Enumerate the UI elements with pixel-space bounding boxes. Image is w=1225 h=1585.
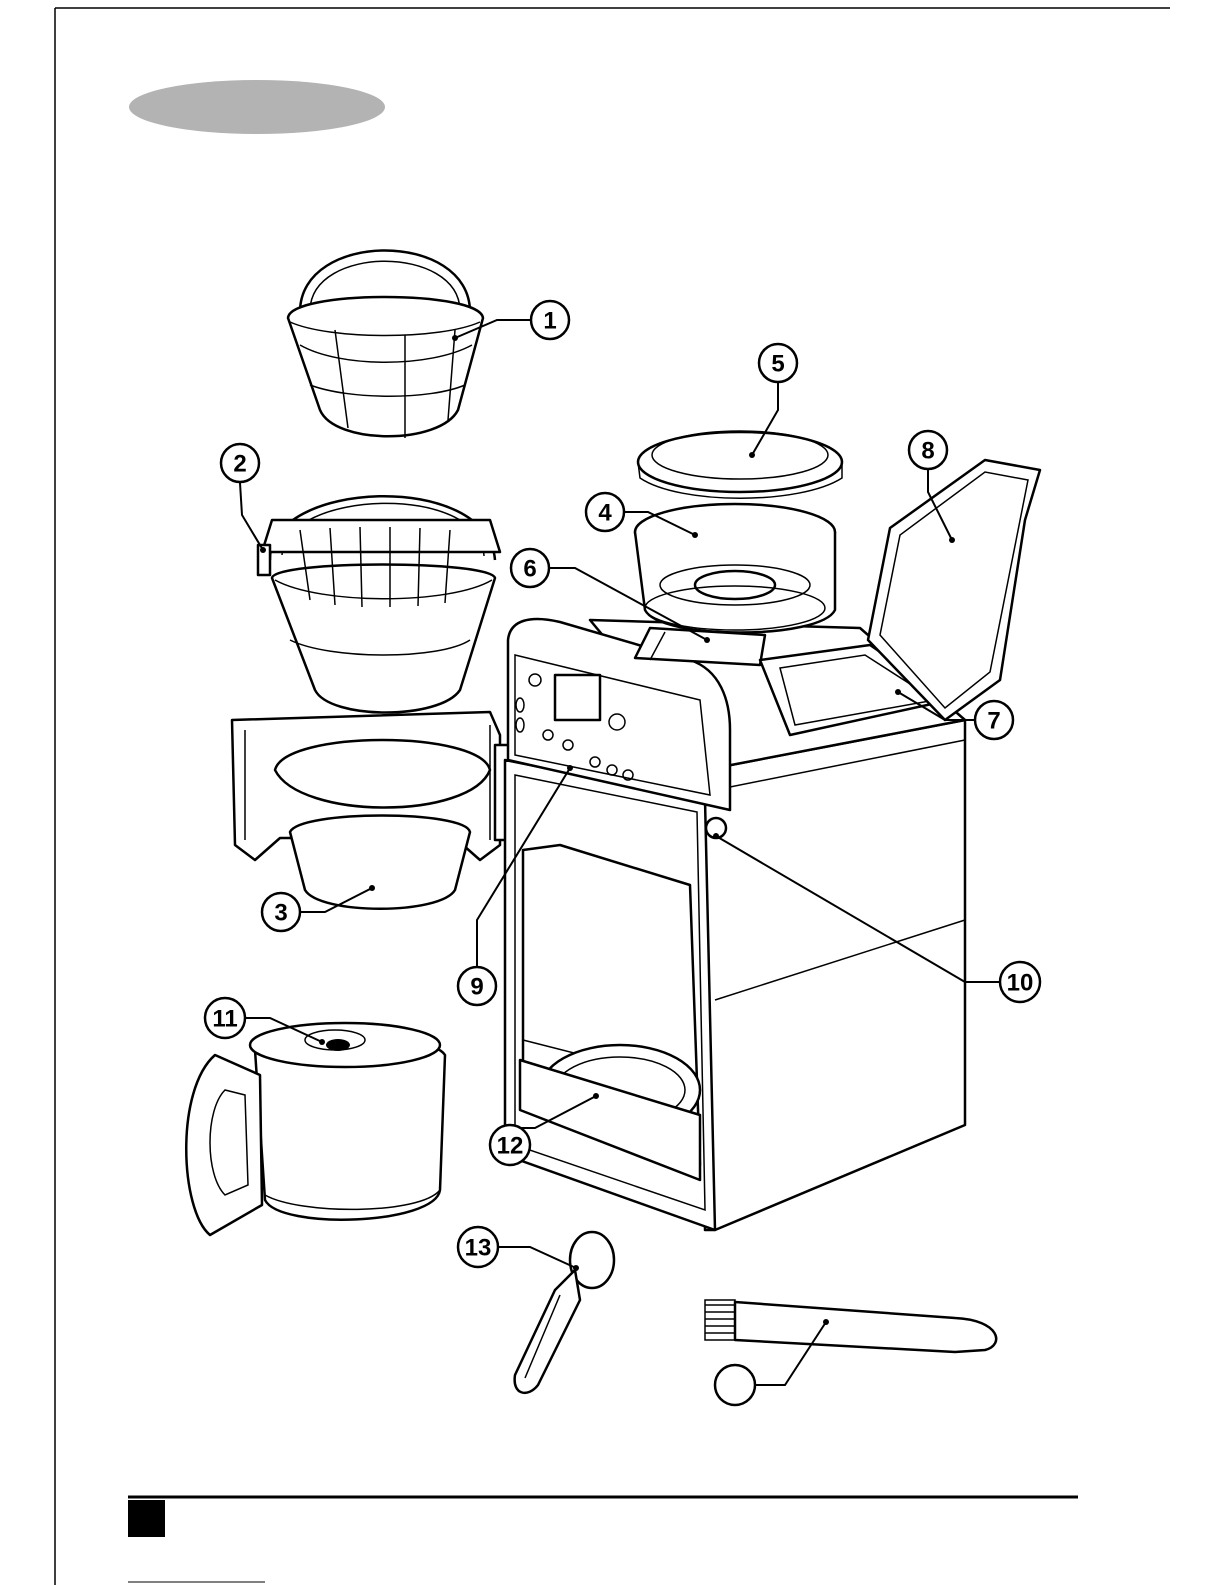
section-header-pill <box>129 80 385 134</box>
callout-4-label: 4 <box>598 500 612 527</box>
callout-12: 12 <box>490 1125 530 1165</box>
callout-6-label: 6 <box>523 556 536 583</box>
callout-4: 4 <box>586 493 624 531</box>
callout-1-label: 1 <box>543 308 556 335</box>
cleaning-brush <box>705 1300 996 1352</box>
callout-1: 1 <box>531 301 569 339</box>
filter-holder <box>258 496 500 712</box>
callout-2-label: 2 <box>233 451 246 478</box>
hopper-lid <box>638 431 842 498</box>
footer-page-block <box>128 1500 165 1537</box>
measuring-scoop <box>515 1232 614 1393</box>
callout-2: 2 <box>221 444 259 482</box>
callout-7: 7 <box>975 701 1013 739</box>
callout-3-label: 3 <box>274 900 287 927</box>
callout-10: 10 <box>1000 962 1040 1002</box>
callout-11-label: 11 <box>212 1006 237 1033</box>
callout-11: 11 <box>205 998 245 1038</box>
callout-13: 13 <box>458 1227 498 1267</box>
callout-6: 6 <box>511 549 549 587</box>
callout-3: 3 <box>262 893 300 931</box>
grinder-channel <box>635 628 765 665</box>
callout-5: 5 <box>759 344 797 382</box>
callout-9-label: 9 <box>470 974 483 1001</box>
callout-9: 9 <box>458 967 496 1005</box>
callout-8: 8 <box>909 431 947 469</box>
bean-hopper <box>635 504 835 633</box>
carafe <box>186 1023 445 1235</box>
callout-14 <box>715 1365 755 1405</box>
callout-8-label: 8 <box>921 438 934 465</box>
callout-7-label: 7 <box>987 708 1000 735</box>
filter-basket-insert <box>288 251 483 439</box>
callout-12-label: 12 <box>497 1133 524 1160</box>
callout-13-label: 13 <box>465 1235 492 1262</box>
callout-10-label: 10 <box>1007 970 1034 997</box>
callout-5-label: 5 <box>771 351 784 378</box>
